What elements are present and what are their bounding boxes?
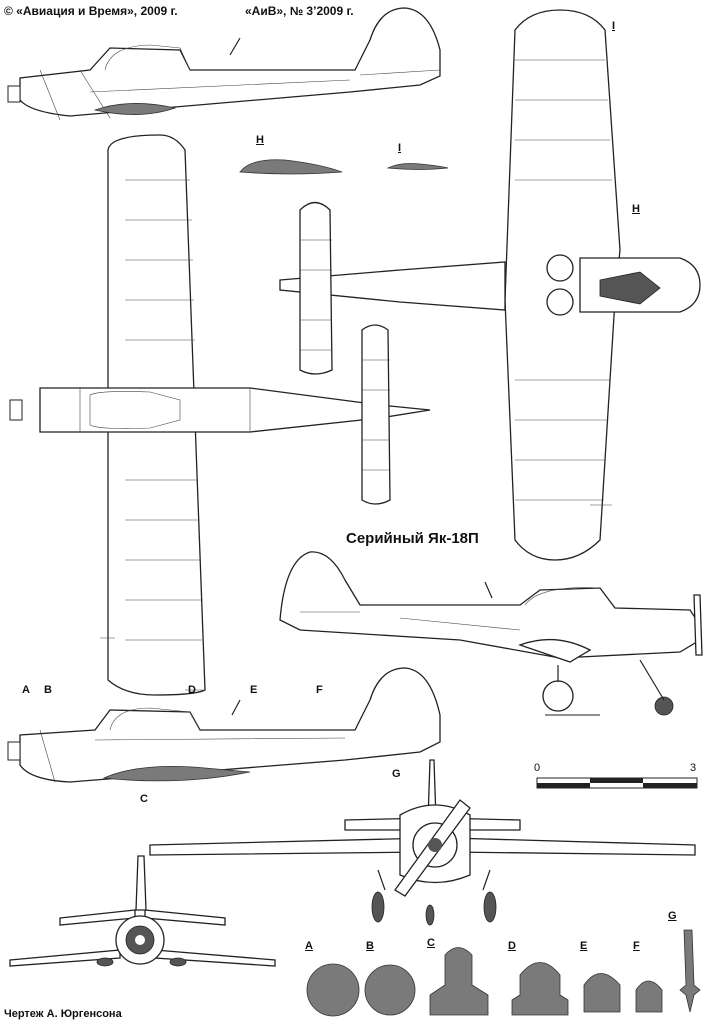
plan-view-top — [9, 134, 431, 696]
station-label-i-right: I — [612, 20, 616, 32]
side-view-top-left — [7, 7, 441, 121]
section-d — [511, 962, 569, 1016]
station-label-h-right: H — [632, 203, 640, 215]
cross-sections — [306, 929, 701, 1017]
side-view-left-bottom — [7, 667, 441, 783]
section-label-d: D — [508, 940, 516, 952]
section-label-g: G — [668, 910, 677, 922]
station-label-e: E — [250, 684, 258, 696]
profile-label-i: I — [398, 142, 402, 154]
section-label-b: B — [366, 940, 374, 952]
section-c — [429, 947, 489, 1016]
front-view — [149, 759, 696, 926]
issue-text: «АиВ», № 3’2009 г. — [245, 4, 354, 18]
section-label-f: F — [633, 940, 640, 952]
profile-h — [239, 159, 343, 175]
section-label-c: C — [427, 937, 435, 949]
scale-max: 3 — [690, 762, 697, 774]
station-label-f: F — [316, 684, 323, 696]
section-e — [583, 973, 621, 1013]
station-label-d: D — [188, 684, 196, 696]
scale-min: 0 — [534, 762, 541, 774]
section-g — [679, 929, 701, 1013]
scale-bar — [536, 777, 698, 789]
author-credit: Чертеж А. Юргенсона — [4, 1008, 122, 1020]
side-view-right — [279, 551, 703, 716]
section-f — [635, 980, 663, 1013]
profile-i — [386, 163, 449, 170]
station-label-a: A — [22, 684, 30, 696]
drawing-title: Серийный Як-18П — [346, 530, 479, 547]
copyright-text: © «Авиация и Время», 2009 г. — [4, 4, 178, 18]
profile-label-h: H — [256, 134, 264, 146]
section-label-a: A — [305, 940, 313, 952]
section-label-e: E — [580, 940, 588, 952]
section-b — [364, 964, 416, 1016]
rear-view — [9, 855, 276, 967]
station-label-b: B — [44, 684, 52, 696]
plan-view-bottom — [279, 9, 701, 561]
station-label-c: C — [140, 793, 148, 805]
station-label-g: G — [392, 768, 401, 780]
section-a — [306, 963, 360, 1017]
